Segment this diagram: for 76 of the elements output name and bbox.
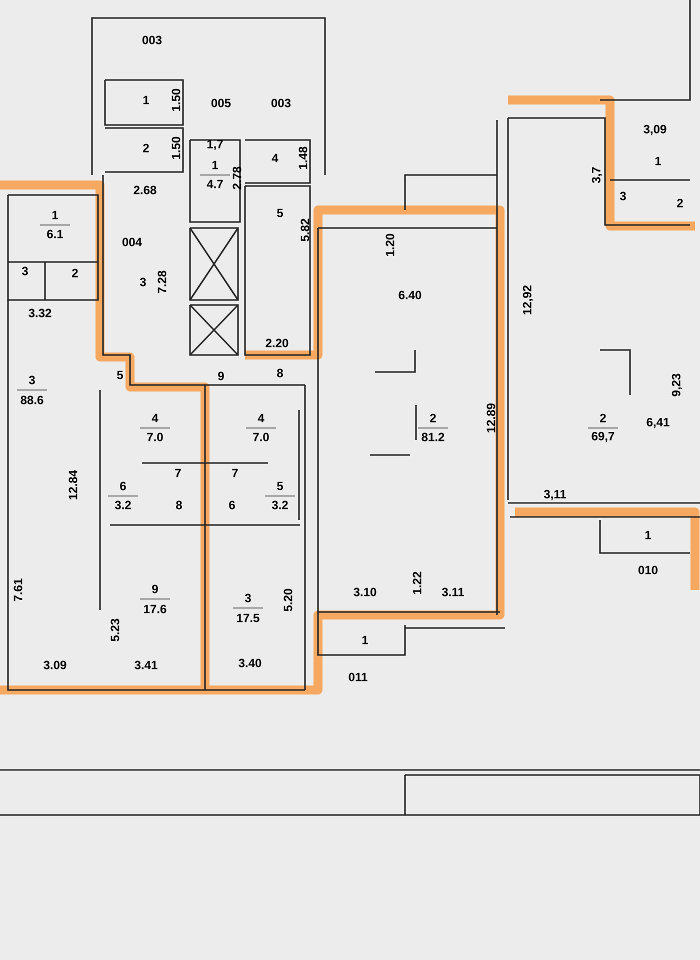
dimension-label: 2.78 [232,166,242,190]
room-number: 1 [52,210,58,220]
room-number: 2 [677,198,683,208]
space-code: 003 [271,98,291,108]
area-label: 4.7 [206,180,223,188]
dimension-label: 1,7 [207,140,223,150]
dimension-label: 2.20 [266,338,288,348]
room-number: 4 [258,414,264,422]
room-number: 8 [176,500,182,510]
dimension-label: 3,7 [592,167,602,184]
room-number: 6 [229,500,235,510]
dimension-label: 3.40 [238,658,262,668]
dimension-label: 7.28 [158,270,166,294]
dimension-label: 12.89 [486,403,496,432]
area-label: 81.2 [422,432,444,442]
area-label: 7.0 [147,432,163,442]
space-code: 010 [638,566,658,574]
dimension-label: 12,92 [522,285,534,314]
room-number: 5 [117,370,123,380]
area-label: 69,7 [592,432,614,442]
dimension-label: 1.50 [172,88,180,111]
space-code: 011 [348,672,368,682]
dimension-label: 5.20 [284,588,292,612]
area-label: 3.2 [114,500,131,510]
room-number: 2 [430,414,436,422]
room-number: 4 [152,414,158,422]
room-number: 1 [655,156,661,166]
room-number: 3 [28,376,35,384]
dimension-label: 5.23 [110,618,120,642]
dimension-label: 3.10 [354,588,376,596]
room-number: 1 [362,636,368,644]
dimension-label: 1.22 [412,572,422,594]
room-number: 1 [212,160,218,170]
dimension-label: 6.40 [398,290,422,300]
dimension-label: 12.84 [68,470,78,500]
room-number: 3 [244,594,251,602]
space-code: 005 [211,98,231,108]
area-label: 3.2 [272,500,288,510]
dimension-label: 1.48 [298,146,308,169]
dimension-label: 6,41 [646,418,670,428]
room-number: 6 [120,482,126,490]
room-number: 1 [143,96,149,104]
dimension-label: 1.20 [386,234,394,256]
dimension-label: 1.50 [172,136,180,159]
room-number: 2 [72,268,78,278]
room-number: 2 [600,414,606,422]
dimension-label: 3.32 [28,308,52,318]
room-number: 5 [277,482,283,490]
room-number: 1 [645,530,651,540]
room-number: 3 [620,192,626,200]
dimension-label: 5.82 [300,218,310,242]
room-number: 5 [277,208,283,218]
room-number: 3 [140,278,146,286]
dimension-label: 3.11 [442,588,464,596]
dimension-label: 3,09 [644,124,666,136]
area-label: 17.6 [144,604,166,614]
space-code: 004 [122,238,142,246]
dimension-label: 3,11 [544,490,566,500]
dimension-label: 7.61 [14,578,22,602]
dimension-label: 3.09 [44,660,66,670]
area-label: 17.5 [237,614,260,622]
dimension-label: 2.68 [134,186,156,194]
dimension-label: 3.41 [134,660,158,670]
area-label: 7.0 [253,432,269,442]
room-number: 9 [218,372,224,380]
room-number: 3 [22,266,28,276]
room-number: 9 [152,584,158,594]
room-number: 2 [143,144,149,152]
dimension-label: 9,23 [672,374,682,396]
area-label: 88.6 [20,396,44,404]
room-number: 7 [232,468,238,478]
room-number: 8 [277,368,283,378]
room-number: 4 [272,154,278,162]
room-number: 7 [175,468,181,478]
area-label: 6.1 [47,230,63,238]
space-code: 003 [142,36,162,44]
